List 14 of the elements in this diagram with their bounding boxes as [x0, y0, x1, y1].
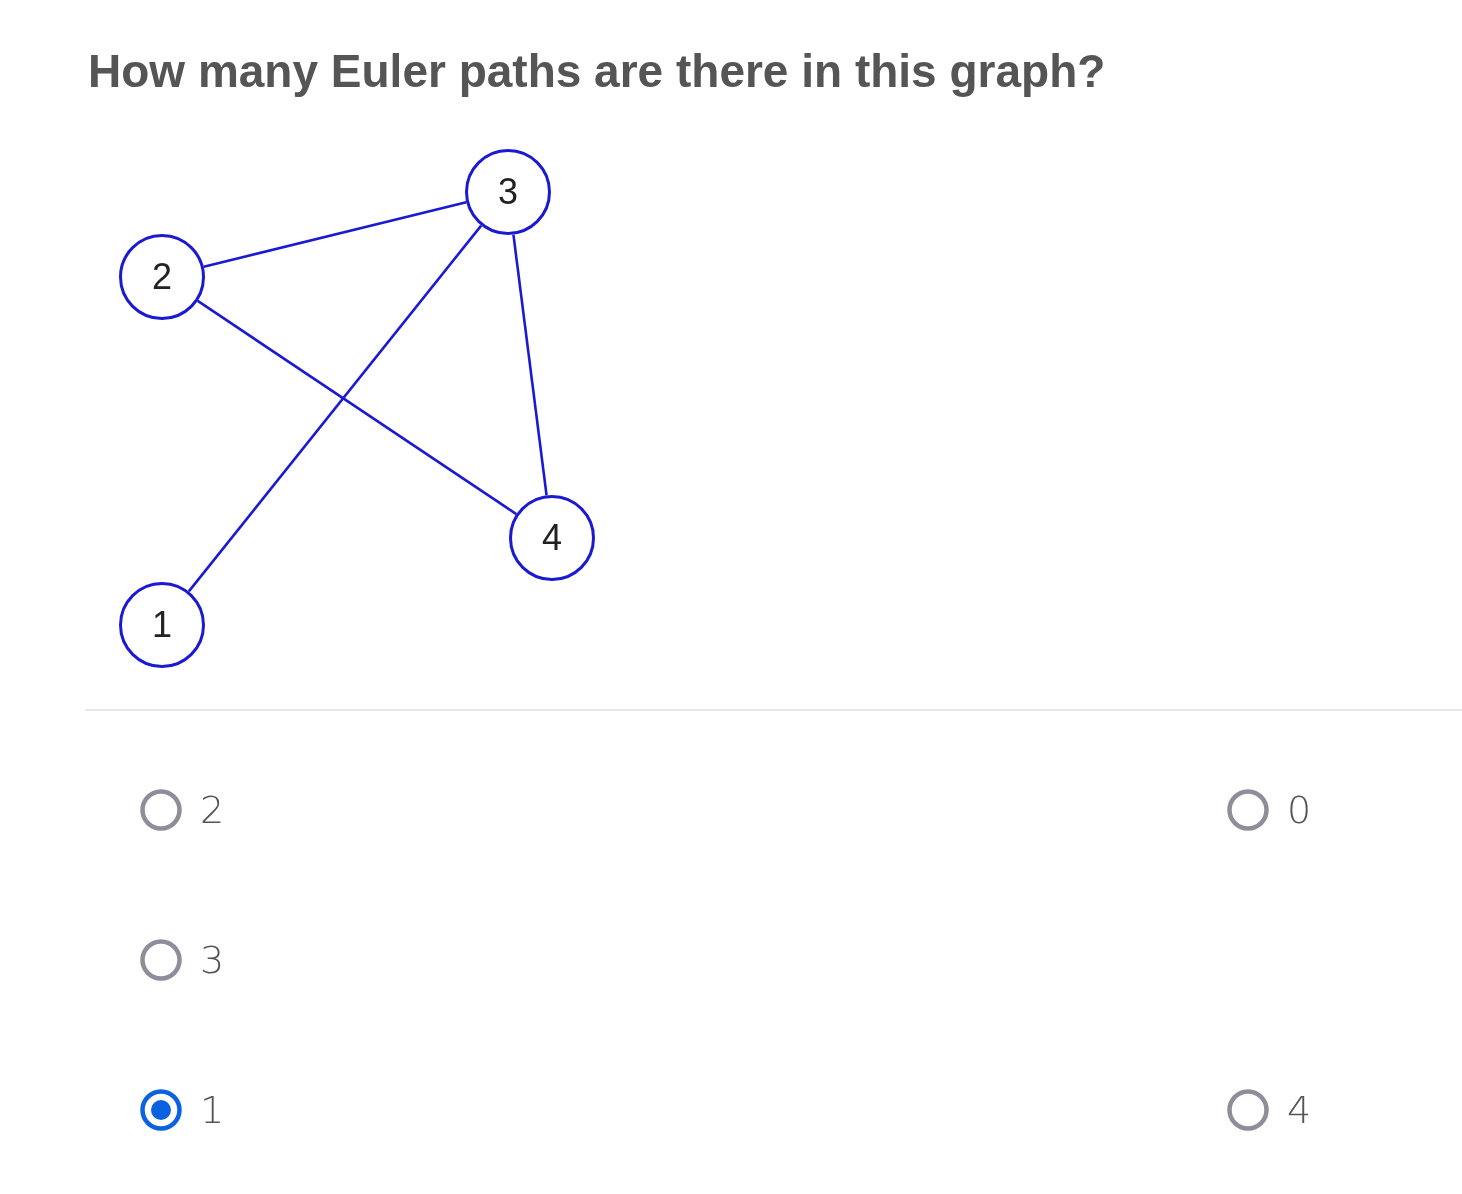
graph-node: 3 — [465, 149, 551, 235]
edge-line — [512, 234, 548, 496]
title: How many Euler paths are there in this graph? — [88, 44, 1106, 99]
graph-node: 1 — [119, 582, 205, 668]
graph-node: 4 — [509, 495, 595, 581]
edge-line — [197, 299, 517, 516]
edge-line — [187, 224, 483, 593]
option-label: 4 — [1287, 1091, 1312, 1129]
option-label: 0 — [1287, 791, 1312, 829]
graph-node: 2 — [119, 234, 205, 320]
option-label: 2 — [200, 791, 225, 829]
edge-line — [203, 201, 467, 268]
option-label: 3 — [200, 941, 225, 979]
option-label: 1 — [200, 1091, 225, 1129]
